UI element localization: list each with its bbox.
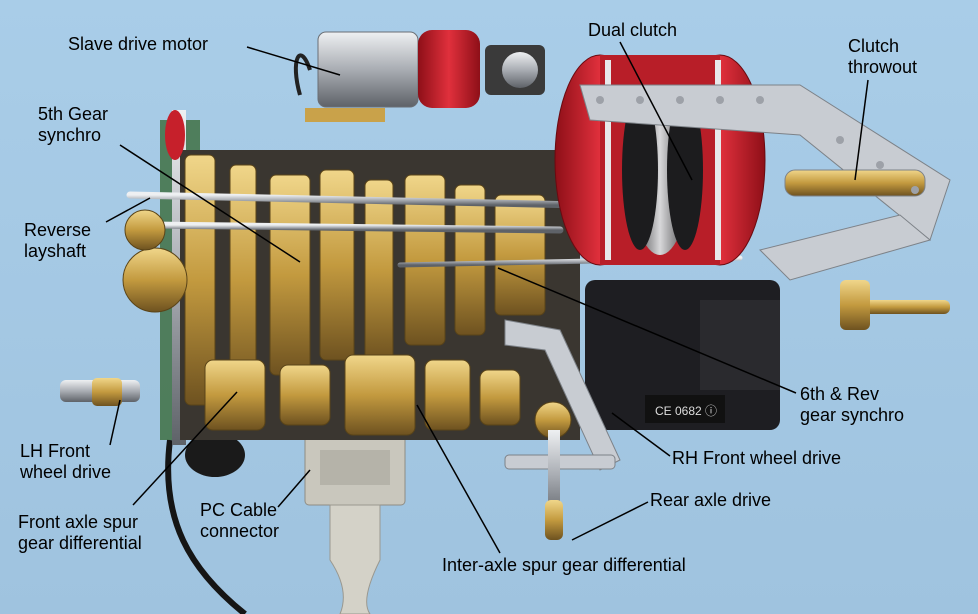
pc-connector-shape [304,429,406,614]
slave-motor-shape [305,30,480,122]
label-dual-clutch: Dual clutch [588,20,678,40]
label-lh-front-wheel-drive: LH Front wheel drive [20,441,112,482]
label-front-axle-differential: Front axle spur gear differential [18,512,142,553]
label-5th-gear-synchro: 5th Gear synchro [38,104,109,145]
label-clutch-throwout: Clutch throwout [848,36,918,77]
callout-lines [105,41,869,554]
throwout-arm-shape [579,84,951,281]
label-slave-drive-motor: Slave drive motor [68,34,209,54]
label-inter-axle-differential: Inter-axle spur gear differential [442,555,686,575]
svg-text:CE 0682 ⓘ: CE 0682 ⓘ [655,404,717,418]
label-rh-front-wheel-drive: RH Front wheel drive [672,448,842,468]
label-6th-rev-synchro: 6th & Rev gear synchro [800,384,905,425]
label-reverse-layshaft: Reverse layshaft [24,220,92,261]
pc-cable [165,439,247,614]
label-rear-axle-drive: Rear axle drive [650,490,772,510]
label-pc-cable-connector: PC Cable connector [200,500,280,541]
servo-shape: CE 0682 ⓘ [585,280,780,430]
